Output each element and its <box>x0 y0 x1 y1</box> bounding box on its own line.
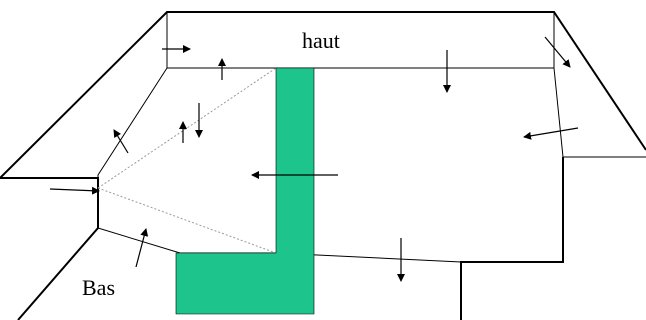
inner-boundary-left <box>97 67 276 254</box>
inner-boundary-top <box>166 12 555 69</box>
green-region <box>175 67 315 315</box>
arrow-diag-left-up <box>113 129 129 154</box>
arrow-diag-top-right <box>544 36 571 68</box>
inner-boundary-bottom <box>275 157 564 263</box>
outer-outline-top <box>0 11 646 179</box>
outer-outline-left <box>0 177 99 320</box>
arrow-up-bottom-left <box>135 228 149 268</box>
label-bas: Bas <box>82 275 115 300</box>
label-haut: haut <box>302 28 340 53</box>
arrow-left-right-side <box>523 127 579 140</box>
dotted-line-lower <box>97 187 277 254</box>
arrow-right-inlet <box>49 186 100 195</box>
flow-arrows <box>49 36 579 282</box>
outer-outline-bottom-right <box>460 157 564 320</box>
dotted-line-upper <box>97 67 277 189</box>
